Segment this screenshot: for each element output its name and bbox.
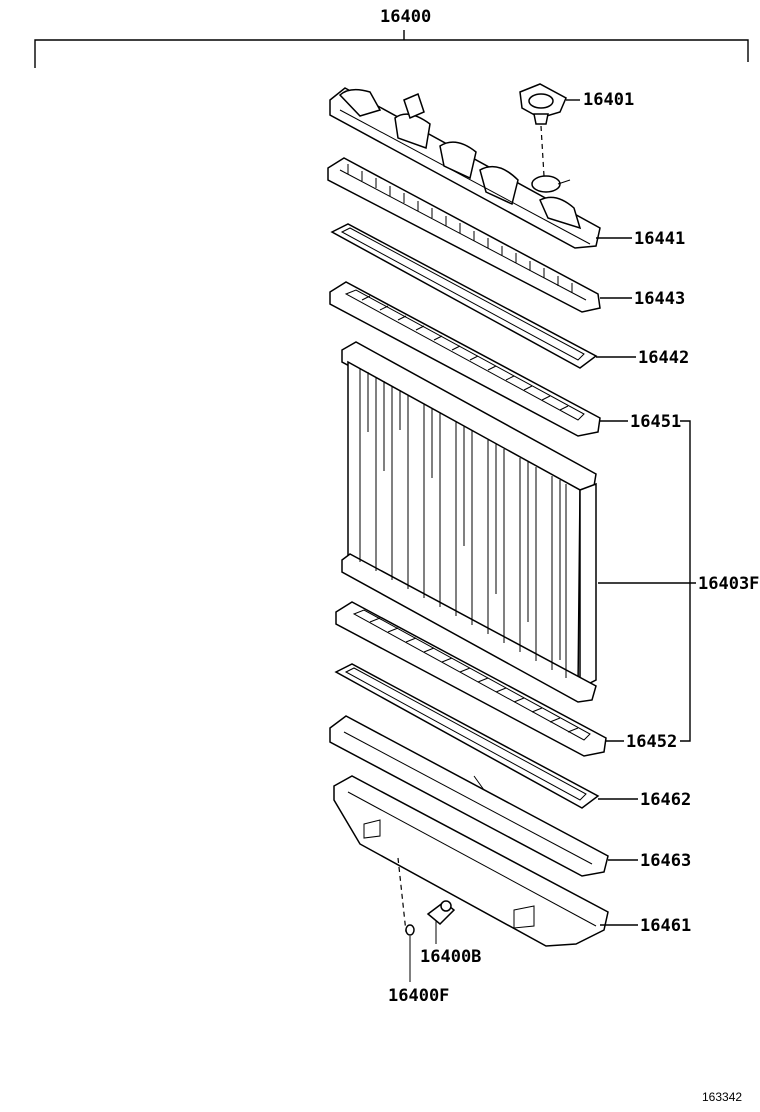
assembly-number-label: 16400 bbox=[380, 7, 431, 27]
gasket-loop bbox=[330, 223, 598, 369]
label-16401: 16401 bbox=[583, 90, 634, 110]
label-16461: 16461 bbox=[640, 916, 691, 936]
label-16451: 16451 bbox=[630, 412, 681, 432]
upper-header-plate bbox=[329, 281, 601, 437]
lower-header-plate bbox=[335, 601, 607, 757]
label-16441: 16441 bbox=[634, 229, 685, 249]
part-labels: 16401 16441 16443 16442 16451 16403F 164… bbox=[388, 90, 759, 1006]
radiator-cap bbox=[519, 83, 567, 177]
label-16452: 16452 bbox=[626, 732, 677, 752]
label-16462: 16462 bbox=[640, 790, 691, 810]
reference-number: 163342 bbox=[702, 1090, 742, 1104]
lower-tank bbox=[333, 775, 609, 947]
label-16463: 16463 bbox=[640, 851, 691, 871]
label-16443: 16443 bbox=[634, 289, 685, 309]
label-16442: 16442 bbox=[638, 348, 689, 368]
assembly-bracket: 16400 bbox=[34, 7, 749, 68]
upper-tank bbox=[329, 87, 601, 249]
drain-plug bbox=[426, 900, 456, 944]
label-16403F: 16403F bbox=[698, 574, 759, 594]
lower-gasket-loop bbox=[334, 663, 600, 809]
radiator-core bbox=[341, 341, 597, 703]
label-16400F: 16400F bbox=[388, 986, 449, 1006]
o-ring bbox=[405, 924, 415, 982]
upper-gasket bbox=[327, 157, 601, 313]
leader-lines bbox=[566, 99, 696, 926]
lower-gasket bbox=[329, 715, 609, 877]
label-16400B: 16400B bbox=[420, 947, 481, 967]
